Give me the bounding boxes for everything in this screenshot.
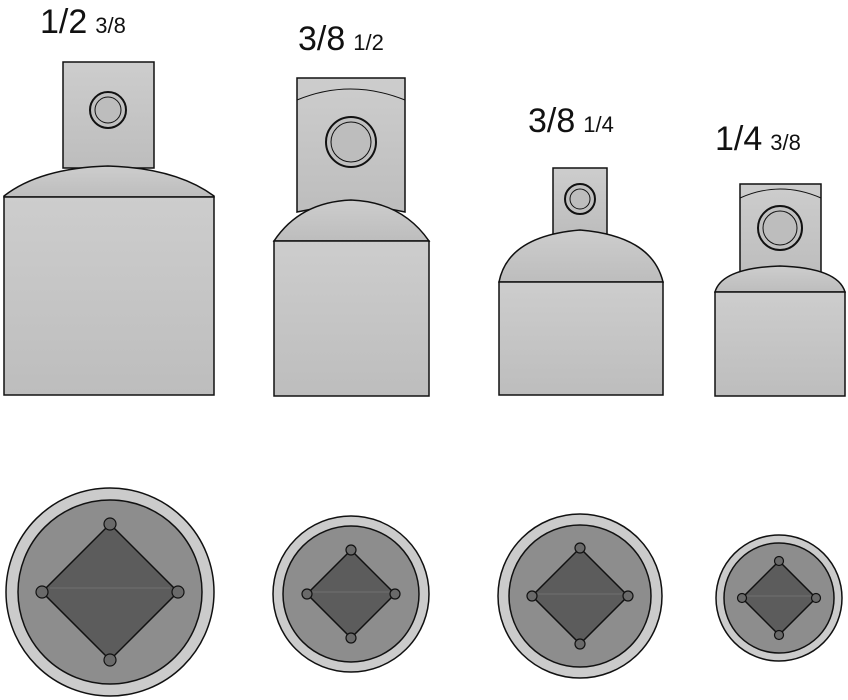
adapter-2-label: 3/8 1/2 bbox=[298, 22, 384, 56]
adapter-1-female-size: 1/2 bbox=[40, 3, 88, 41]
adapter-2-shoulder bbox=[272, 199, 431, 242]
adapter-3-male-size: 1/4 bbox=[583, 112, 614, 137]
adapter-4-female-size: 1/4 bbox=[715, 120, 763, 158]
adapter-4-side-view bbox=[713, 183, 847, 397]
adapter-2-socket-view bbox=[272, 515, 430, 673]
adapter-2-male-size: 1/2 bbox=[353, 30, 384, 55]
adapter-4-body bbox=[714, 291, 846, 397]
adapter-3-side-view bbox=[498, 167, 664, 396]
adapter-4-label: 1/4 3/8 bbox=[715, 122, 801, 156]
adapter-4-shoulder bbox=[713, 265, 847, 293]
adapter-1-side-view bbox=[3, 61, 215, 396]
adapter-1-body bbox=[3, 196, 215, 396]
adapter-2-side-view bbox=[272, 77, 431, 397]
adapter-3-body bbox=[498, 281, 664, 396]
adapter-3-shoulder bbox=[498, 229, 664, 283]
adapter-4-socket-view bbox=[715, 534, 843, 662]
adapter-3-label: 3/8 1/4 bbox=[528, 104, 614, 138]
adapter-1-label: 1/2 3/8 bbox=[40, 5, 126, 39]
adapter-1-shoulder bbox=[3, 165, 215, 198]
adapter-3-socket-view bbox=[497, 513, 663, 679]
adapter-2-body bbox=[273, 240, 430, 397]
adapter-2-female-size: 3/8 bbox=[298, 20, 346, 58]
adapter-4-male-size: 3/8 bbox=[770, 130, 801, 155]
adapter-1-male-size: 3/8 bbox=[95, 13, 126, 38]
adapter-1-socket-view bbox=[5, 487, 215, 697]
adapter-3-female-size: 3/8 bbox=[528, 102, 576, 140]
